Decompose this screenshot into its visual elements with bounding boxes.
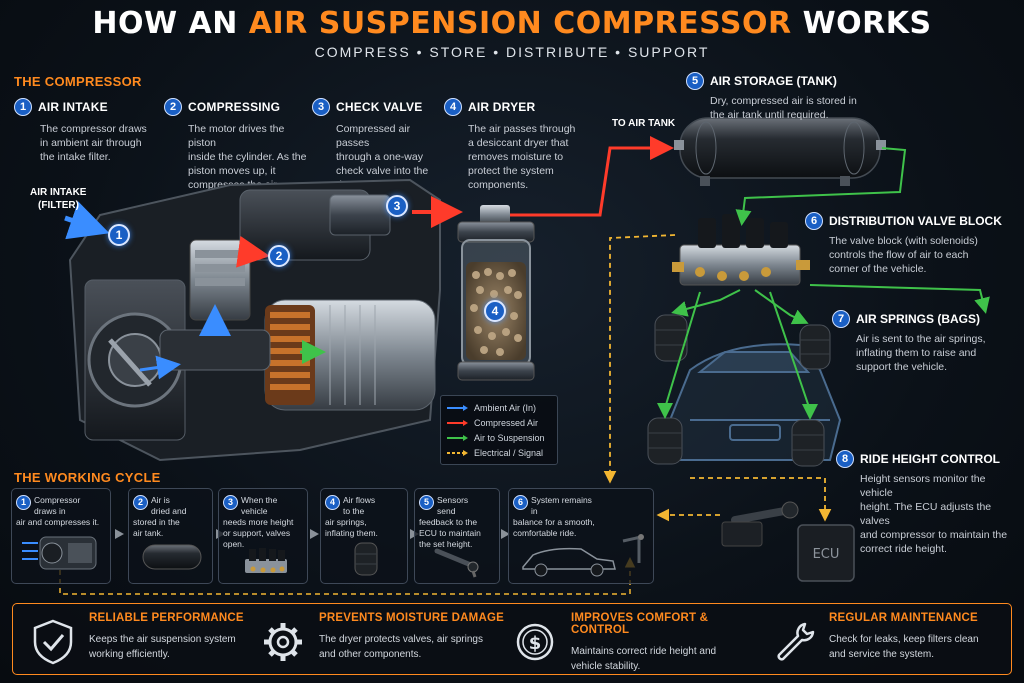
step-description: The motor drives the piston inside the c… <box>188 123 307 191</box>
step-title: AIR STORAGE (TANK) <box>710 74 837 89</box>
height-sensor <box>721 501 799 547</box>
title-prefix: HOW AN <box>92 6 249 41</box>
step-description: The air passes through a desiccant dryer… <box>468 123 576 192</box>
step-description: The valve block (with solenoids) control… <box>829 235 978 276</box>
feature-improves-comfort: $ IMPROVES COMFORT & CONTROL Maintains c… <box>513 612 768 674</box>
valve-block-thumb-icon <box>245 548 287 573</box>
step-number: 6 <box>805 212 823 230</box>
step-title: RIDE HEIGHT CONTROL <box>860 452 1000 467</box>
legend-item-signal: Electrical / Signal <box>447 445 551 460</box>
compressor-heading: THE COMPRESSOR <box>14 74 142 89</box>
feature-prevents-moisture: PREVENTS MOISTURE DAMAGE The dryer prote… <box>261 612 511 662</box>
air-springs <box>647 314 831 467</box>
step-number: 5 <box>686 72 704 90</box>
step-description: Dry, compressed air is stored in the air… <box>710 95 857 122</box>
step-title: COMPRESSING <box>188 100 281 114</box>
step-air-storage: 5 AIR STORAGE (TANK) Dry, compressed air … <box>686 72 886 122</box>
step-number: 7 <box>832 310 850 328</box>
step-number: 3 <box>312 98 330 116</box>
step-description: Height sensors monitor the vehicle heigh… <box>860 473 1008 556</box>
car-thumb-icon <box>522 534 644 577</box>
distribution-valve-block <box>672 214 810 286</box>
air-spring-rear-right <box>791 419 825 467</box>
step-number: 4 <box>444 98 462 116</box>
shield-check-icon <box>33 619 73 665</box>
air-spring-rear-left <box>647 417 683 465</box>
to-air-tank-label: TO AIR TANK <box>612 118 676 129</box>
step-description: The compressor draws in ambient air thro… <box>40 123 147 164</box>
step-title: AIR SPRINGS (BAGS) <box>856 312 981 327</box>
page-subtitle: COMPRESS • STORE • DISTRIBUTE • SUPPORT <box>314 44 710 60</box>
step-check-valve: 3 CHECK VALVE Compressed air passes throu… <box>312 98 442 192</box>
callout-3: 3 <box>386 195 408 217</box>
step-air-springs: 7 AIR SPRINGS (BAGS) Air is sent to the a… <box>832 310 1017 374</box>
callout-4: 4 <box>484 300 506 322</box>
dollar-gear-icon: $ <box>516 623 554 661</box>
ecu-text: ECU <box>813 547 840 562</box>
step-title: AIR DRYER <box>468 100 536 114</box>
step-title: DISTRIBUTION VALVE BLOCK <box>829 214 1002 229</box>
svg-text:$: $ <box>529 633 542 654</box>
feature-regular-maintenance: REGULAR MAINTENANCE Check for leaks, kee… <box>771 612 1006 662</box>
working-cycle-heading: THE WORKING CYCLE <box>14 470 161 485</box>
gear-icon <box>264 623 302 661</box>
air-tank <box>674 117 886 186</box>
step-ride-height: 8 RIDE HEIGHT CONTROL Height sensors moni… <box>836 450 1021 556</box>
compressor-unit <box>68 178 441 462</box>
air-spring-thumb-icon <box>354 542 378 576</box>
title-highlight: AIR SUSPENSION COMPRESSOR <box>248 6 792 41</box>
step-compressing: 2 COMPRESSING The motor drives the piston… <box>164 98 314 192</box>
air-dryer-canister <box>457 205 535 381</box>
callout-1: 1 <box>108 224 130 246</box>
tank-thumb-icon <box>142 544 202 570</box>
cycle-arrow-icon <box>501 529 510 539</box>
feature-reliable-performance: RELIABLE PERFORMANCE Keeps the air suspe… <box>31 612 261 665</box>
air-intake-label: AIR INTAKE (FILTER) <box>30 187 87 211</box>
step-title: CHECK VALVE <box>336 100 423 114</box>
height-sensor-thumb-icon <box>434 548 479 578</box>
step-air-intake: 1 AIR INTAKE The compressor draws in ambi… <box>14 98 154 164</box>
wrench-icon <box>777 622 815 661</box>
step-number: 2 <box>164 98 182 116</box>
air-spring-front-right <box>799 324 831 370</box>
cycle-arrow-icon <box>115 529 124 539</box>
cycle-arrow-icon <box>310 529 319 539</box>
benefits-bar: RELIABLE PERFORMANCE Keeps the air suspe… <box>12 603 1012 675</box>
ecu-box: ECU <box>797 524 855 582</box>
step-air-dryer: 4 AIR DRYER The air passes through a desi… <box>444 98 584 192</box>
callout-2: 2 <box>268 245 290 267</box>
legend: Ambient Air (In) Compressed Air Air to S… <box>440 395 558 465</box>
page-title: HOW AN AIR SUSPENSION COMPRESSOR WORKS <box>0 6 1024 41</box>
title-suffix: WORKS <box>791 6 932 41</box>
step-number: 1 <box>14 98 32 116</box>
air-spring-front-left <box>654 314 688 362</box>
legend-item-ambient: Ambient Air (In) <box>447 400 551 415</box>
step-description: Compressed air passes through a one-way … <box>336 123 429 191</box>
legend-item-suspension: Air to Suspension <box>447 430 551 445</box>
compressor-thumb-icon <box>22 536 97 570</box>
step-distribution-valve: 6 DISTRIBUTION VALVE BLOCK The valve bloc… <box>805 212 1015 276</box>
step-title: AIR INTAKE <box>38 100 108 114</box>
step-description: Air is sent to the air springs, inflatin… <box>856 333 986 374</box>
step-number: 8 <box>836 450 854 468</box>
legend-item-compressed: Compressed Air <box>447 415 551 430</box>
